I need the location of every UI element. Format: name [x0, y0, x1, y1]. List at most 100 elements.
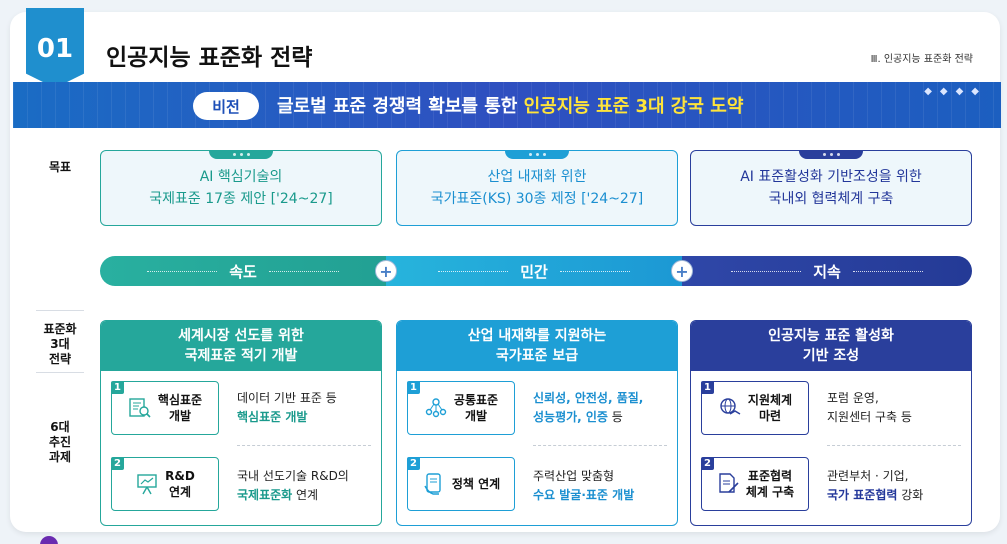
- data-search-icon: [129, 398, 151, 418]
- row-label-tasks-l2: 추진: [48, 435, 72, 449]
- task-label: R&D 연계: [165, 468, 195, 500]
- task-label: 정책 연계: [452, 476, 500, 492]
- task-label-l2: 개발: [464, 409, 488, 423]
- task-label-l1: 표준협력: [747, 469, 793, 483]
- goal-line2: 국내외 협력체계 구축: [768, 191, 894, 207]
- task-number: 1: [701, 381, 714, 394]
- strategy-title-l1: 산업 내재화를 지원하는: [467, 328, 607, 344]
- goal-line2: 국가표준(KS) 30종 제정 ['24~27]: [430, 191, 644, 207]
- task-desc-l1: 주력산업 맞춤형: [533, 469, 615, 483]
- divider: [36, 310, 84, 311]
- row-label-tasks: 6대 추진 과제: [36, 420, 84, 465]
- task-number: 1: [111, 381, 124, 394]
- task-separator: [827, 445, 961, 446]
- task-desc-rest: 강화: [897, 488, 924, 502]
- plus-icon: +: [375, 260, 397, 282]
- task-label-l2: 개발: [168, 409, 192, 423]
- row-label-tasks-l1: 6대: [50, 420, 70, 434]
- pillar-label: 민간: [520, 262, 548, 281]
- vision-bar-pattern: [13, 82, 1001, 128]
- task-description: 관련부처 · 기업, 국가 표준협력 강화: [827, 467, 923, 505]
- task-number: 2: [407, 457, 420, 470]
- task-description: 국내 선도기술 R&D의 국제표준화 연계: [237, 467, 349, 505]
- pillar-private: 민간: [386, 256, 682, 286]
- task-desc-highlight: 국제표준화: [237, 488, 293, 502]
- task-number: 2: [701, 457, 714, 470]
- vision-bar: ◆◆◆◆ 비전 글로벌 표준 경쟁력 확보를 통한 인공지능 표준 3대 강국 …: [13, 82, 1001, 128]
- task-desc-rest: 등: [607, 410, 623, 424]
- row-label-goal: 목표: [48, 160, 72, 174]
- strategy-title: 세계시장 선도를 위한 국제표준 적기 개발: [101, 321, 381, 371]
- strategy-title-l2: 기반 조성: [802, 348, 860, 364]
- task-description: 주력산업 맞춤형 수요 발굴·표준 개발: [533, 467, 634, 505]
- people-network-icon: [425, 398, 447, 418]
- strategy-title-l1: 인공지능 표준 활성화: [768, 328, 894, 344]
- document-pen-icon: [719, 473, 739, 493]
- goal-card-speed: AI 핵심기술의 국제표준 17종 제안 ['24~27]: [100, 150, 382, 226]
- pillar-sustain: 지속: [682, 256, 972, 286]
- task-label-l1: 지원체계: [747, 393, 793, 407]
- task-desc-highlight: 수요 발굴·표준 개발: [533, 488, 635, 502]
- row-label-strategy-l1: 표준화: [43, 322, 77, 336]
- task-number: 2: [111, 457, 124, 470]
- section-label: Ⅲ. 인공지능 표준화 전략: [870, 54, 973, 65]
- goal-line2: 국제표준 17종 제안 ['24~27]: [149, 191, 333, 207]
- divider: [36, 372, 84, 373]
- task-desc-highlight: 성능평가, 인증: [533, 410, 608, 424]
- task-separator: [533, 445, 667, 446]
- pillar-speed: 속도: [100, 256, 386, 286]
- pillar-label: 지속: [813, 262, 841, 281]
- goal-line1: 산업 내재화 위한: [487, 169, 587, 185]
- presentation-board-icon: [137, 474, 157, 495]
- vision-text-highlight: 인공지능 표준 3대 강국 도약: [523, 96, 744, 117]
- task-desc-highlight: 핵심표준 개발: [237, 410, 308, 424]
- goal-tab-dots-icon: [799, 150, 863, 159]
- goal-tab-dots-icon: [505, 150, 569, 159]
- strategy-title: 산업 내재화를 지원하는 국가표준 보급: [397, 321, 677, 371]
- task-desc-l1: 포럼 운영,: [827, 391, 879, 405]
- page-title: 인공지능 표준화 전략: [106, 45, 313, 71]
- task-desc-highlight: 국가 표준협력: [827, 488, 898, 502]
- decorative-circle-icon: [40, 536, 58, 544]
- task-box: 2 R&D 연계: [111, 457, 219, 511]
- goal-line1: AI 표준활성화 기반조성을 위한: [740, 169, 922, 185]
- plus-icon: +: [671, 260, 693, 282]
- handshake-globe-icon: [720, 398, 741, 415]
- pillar-label: 속도: [229, 262, 257, 281]
- task-desc-rest: 연계: [292, 488, 319, 502]
- decorative-dots-icon: ◆◆◆◆: [924, 86, 987, 97]
- row-label-strategy: 표준화 3대 전략: [36, 322, 84, 367]
- row-label-strategy-l3: 전략: [48, 352, 72, 366]
- task-box: 2 정책 연계: [407, 457, 515, 511]
- vision-text-plain: 글로벌 표준 경쟁력 확보를 통한: [277, 96, 524, 117]
- task-label-l1: 핵심표준: [157, 393, 203, 407]
- goal-card-private: 산업 내재화 위한 국가표준(KS) 30종 제정 ['24~27]: [396, 150, 678, 226]
- strategy-title-l2: 국제표준 적기 개발: [184, 348, 298, 364]
- task-label-l2: 연계: [168, 485, 192, 499]
- task-desc-l2: 지원센터 구축 등: [827, 410, 912, 424]
- task-label-l1: R&D: [165, 469, 195, 483]
- vision-statement: 글로벌 표준 경쟁력 확보를 통한 인공지능 표준 3대 강국 도약: [277, 92, 743, 118]
- strategy-title-l2: 국가표준 보급: [495, 348, 579, 364]
- strategy-title: 인공지능 표준 활성화 기반 조성: [691, 321, 971, 371]
- goal-line1: AI 핵심기술의: [199, 169, 283, 185]
- task-desc-l1: 국내 선도기술 R&D의: [237, 469, 349, 483]
- task-label-l1: 공통표준: [453, 393, 499, 407]
- task-desc-l1: 데이터 기반 표준 등: [237, 391, 337, 405]
- row-label-tasks-l3: 과제: [48, 450, 72, 464]
- task-number: 1: [407, 381, 420, 394]
- task-label-l1: 정책 연계: [451, 477, 501, 491]
- task-description: 포럼 운영, 지원센터 구축 등: [827, 389, 912, 427]
- task-label-l2: 체계 구축: [745, 485, 795, 499]
